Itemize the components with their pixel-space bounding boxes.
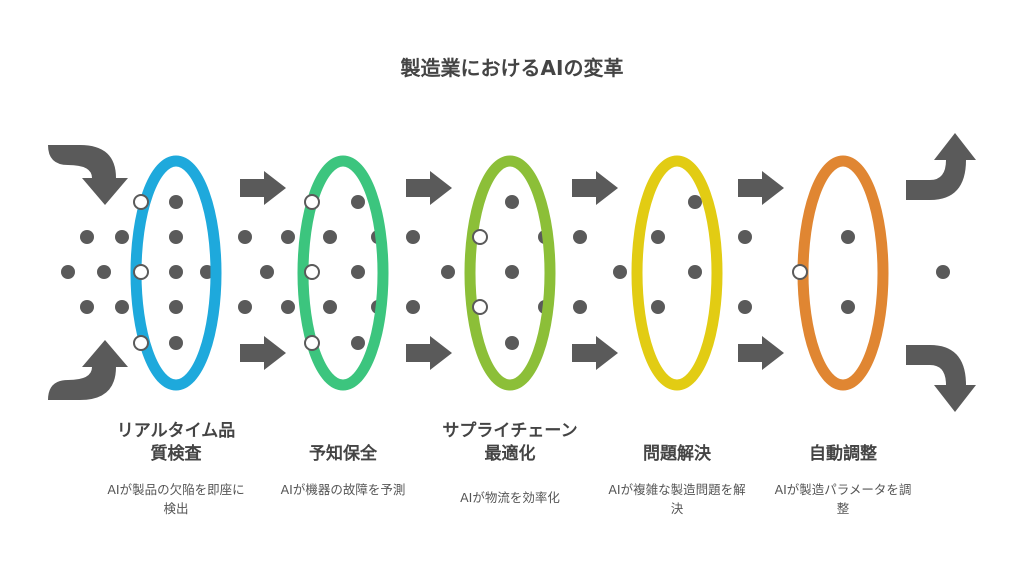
filter-ring [297,155,389,391]
stage-description: AIが製造パラメータを調整 [774,482,912,516]
filter-ring [631,155,723,391]
particle-dot [323,230,337,244]
stage-supply-chain: サプライチェーン最適化 AIが物流を効率化 [430,418,590,507]
particle-dot [169,300,183,314]
arrow-right-icon [240,171,286,205]
stage-problem-solving: 問題解決 AIが複雑な製造問題を解決 [597,418,757,518]
arrow-right-icon [240,336,286,370]
particle-dot [688,195,702,209]
particle-dot-on-ring [133,335,149,351]
particle-dot [841,300,855,314]
particle-dot-on-ring [304,335,320,351]
particle-dot [441,265,455,279]
particle-dot [651,230,665,244]
arrow-right-icon [572,171,618,205]
particle-dot [651,300,665,314]
particle-dot [505,265,519,279]
diagram-title: 製造業におけるAIの変革 [400,56,624,80]
particle-dot [80,230,94,244]
curved-arrow-in-bottom-icon [48,340,128,400]
arrow-right-icon [738,171,784,205]
particle-dot [97,265,111,279]
particle-dot-on-ring [472,229,488,245]
arrow-right-icon [572,336,618,370]
stage-predictive-maintenance: 予知保全 AIが機器の故障を予測 [263,418,423,499]
curved-arrow-out-bottom-icon [906,345,976,412]
particle-dot-on-ring [792,264,808,280]
particle-dot [613,265,627,279]
particle-dot [169,336,183,350]
particle-dot [505,195,519,209]
particle-dot [505,336,519,350]
particle-dot [281,230,295,244]
filter-ring [797,155,889,391]
stage-title: 予知保全 [309,444,377,464]
curved-arrow-in-top-icon [48,145,128,205]
arrow-right-icon [738,336,784,370]
particle-dot [281,300,295,314]
particle-dot [351,336,365,350]
arrow-right-icon [406,336,452,370]
stage-title: サプライチェーン最適化 [442,421,578,464]
arrow-right-icon [406,171,452,205]
particle-dot-on-ring [304,264,320,280]
stage-title: 自動調整 [809,444,877,464]
particle-dot [169,265,183,279]
stage-description: AIが物流を効率化 [460,490,560,505]
particle-dot [841,230,855,244]
particle-dot [238,230,252,244]
particle-dot [351,265,365,279]
particle-dot [573,300,587,314]
stage-quality-inspection: リアルタイム品質検査 AIが製品の欠陥を即座に検出 [96,418,256,518]
particle-dot [351,195,365,209]
stage-description: AIが機器の故障を予測 [280,482,406,497]
particle-dot [323,300,337,314]
particle-dot [406,300,420,314]
particle-dot [115,300,129,314]
particle-dot [573,230,587,244]
particle-dot [115,230,129,244]
particle-dot [238,300,252,314]
particle-dot [406,230,420,244]
particle-dot [169,230,183,244]
filter-ring [464,155,556,391]
stage-title: リアルタイム品質検査 [116,421,236,464]
particle-dot-on-ring [472,299,488,315]
particle-dot-on-ring [133,264,149,280]
stage-auto-adjustment: 自動調整 AIが製造パラメータを調整 [763,418,923,518]
particle-dot [80,300,94,314]
stage-description: AIが製品の欠陥を即座に検出 [107,482,245,516]
particle-dot [260,265,274,279]
curved-arrow-out-top-icon [906,133,976,200]
particle-dot-on-ring [133,194,149,210]
particle-dot [61,265,75,279]
particle-dot [936,265,950,279]
particle-dot [688,265,702,279]
particle-dot [738,300,752,314]
particle-dot-on-ring [304,194,320,210]
stage-description: AIが複雑な製造問題を解決 [608,482,746,516]
stage-title: 問題解決 [643,444,711,464]
particle-dot [169,195,183,209]
particle-dot [738,230,752,244]
